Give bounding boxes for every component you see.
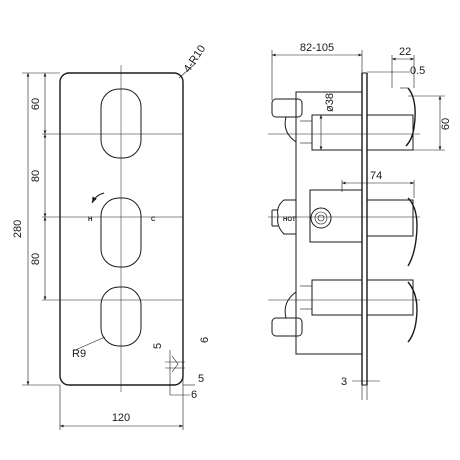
side-top-handle <box>366 114 414 151</box>
gap-left-top-text: 5 <box>152 343 164 349</box>
cold-label: C <box>151 217 156 223</box>
dim-3-text: 3 <box>341 376 347 388</box>
dim-120-text: 120 <box>112 412 130 424</box>
side-bottom-handle-base <box>271 317 303 337</box>
side-middle-hot-body <box>277 199 296 235</box>
gap-right-mid-text: 5 <box>198 373 204 385</box>
hot-label: H <box>88 217 92 223</box>
side-top-handle-base <box>271 98 303 118</box>
dim-60-text: 60 <box>30 98 42 110</box>
side-top-spindle <box>311 114 363 151</box>
side-bottom-spindle <box>311 279 363 316</box>
gap-bottom-text: 6 <box>191 389 197 401</box>
rotation-arrow-icon <box>91 192 105 204</box>
side-bottom-handle <box>366 279 414 316</box>
dim-80-low-text: 80 <box>30 253 42 265</box>
dim-80-top-text: 80 <box>30 170 42 182</box>
handle-radius-label: R9 <box>72 348 86 360</box>
side-hot-label: HOT <box>283 217 296 223</box>
front-handle-bottom <box>100 286 142 347</box>
radius-label: 4-R10 <box>182 43 209 75</box>
radius-leader <box>178 62 197 79</box>
dim-60-right-text: 60 <box>440 118 452 130</box>
front-handle-top <box>100 88 142 159</box>
gap-right-top-text: 6 <box>199 337 211 343</box>
dim-280-text: 280 <box>12 220 24 238</box>
side-middle-handle <box>366 199 414 237</box>
front-plate-outline <box>59 72 184 386</box>
dim-74-text: 74 <box>370 170 382 182</box>
edge-detail <box>165 350 195 396</box>
dim-82-105-text: 82-105 <box>300 42 334 54</box>
handle-radius-leader <box>72 336 106 352</box>
dim-22-text: 22 <box>399 46 411 58</box>
dim-0-5-text: 0.5 <box>410 65 425 77</box>
front-handle-middle <box>100 197 142 268</box>
front-view: H C 280 60 80 80 4-R10 R9 120 <box>12 43 211 430</box>
side-middle-spindle <box>309 189 363 243</box>
side-view: HOT 82-105 22 0.5 ø38 <box>268 42 452 400</box>
dim-dia-38-text: ø38 <box>324 93 336 112</box>
side-middle-knob <box>310 207 332 229</box>
